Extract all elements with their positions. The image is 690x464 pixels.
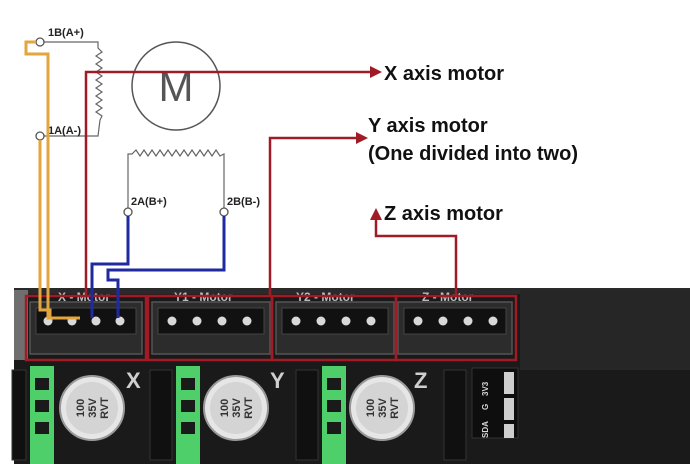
capacitor-2	[203, 375, 269, 441]
label-a-minus: 1A(A-)	[48, 125, 81, 137]
coil-b	[127, 148, 225, 210]
connector-y1	[151, 301, 271, 355]
capacitor-3	[349, 375, 415, 441]
connector-z	[397, 301, 513, 355]
capacitor-3-text-1: 100	[365, 399, 377, 417]
board-axis-z: Z	[414, 368, 427, 393]
wire-a-minus	[38, 140, 52, 318]
pin-label-sda: SDA	[481, 421, 490, 438]
label-z-axis-motor: Z axis motor	[384, 203, 503, 225]
i2c-header: SDA G 3V3	[471, 367, 519, 439]
capacitor-1-text-2: 35V	[87, 398, 99, 418]
wire-b-plus	[90, 216, 130, 318]
callout-line-x	[84, 70, 372, 296]
terminal-b-plus	[123, 207, 133, 217]
motor-circle	[131, 41, 221, 131]
terminal-a-plus	[35, 37, 45, 47]
terminal-b-minus	[219, 207, 229, 217]
control-board: X - Motor Y1 - Motor Y2 - Motor Z - Moto…	[11, 288, 690, 464]
capacitor-3-text-2: 35V	[377, 398, 389, 418]
wire-b-minus	[106, 216, 226, 318]
wire-a-plus	[24, 40, 80, 320]
terminal-block-z	[322, 366, 346, 464]
pin-label-3v3: 3V3	[481, 381, 490, 396]
board-axis-x: X	[126, 368, 141, 393]
terminal-block-x	[30, 366, 54, 464]
board-axis-y: Y	[270, 368, 285, 393]
label-a-plus: 1B(A+)	[48, 27, 84, 39]
pin-label-g: G	[481, 404, 490, 410]
capacitor-3-text-3: RVT	[389, 397, 401, 419]
label-y-axis-note: (One divided into two)	[368, 143, 578, 165]
capacitor-2-text-3: RVT	[243, 397, 255, 419]
coil-a	[40, 41, 104, 137]
label-b-plus: 2A(B+)	[131, 196, 167, 208]
label-y-axis-motor: Y axis motor	[368, 115, 488, 137]
capacitor-1	[59, 375, 125, 441]
connector-y2	[275, 301, 395, 355]
motor-symbol: M	[159, 63, 194, 110]
motor-schematic: M 1B(A+) 1A(A-) 2A(B+) 2B(B-)	[35, 27, 260, 217]
capacitor-1-text-3: RVT	[99, 397, 111, 419]
label-x-axis-motor: X axis motor	[384, 63, 504, 85]
capacitor-2-text-1: 100	[219, 399, 231, 417]
capacitor-1-text-1: 100	[75, 399, 87, 417]
label-b-minus: 2B(B-)	[227, 196, 260, 208]
terminal-a-minus	[35, 131, 45, 141]
capacitor-2-text-2: 35V	[231, 398, 243, 418]
callout-line-y	[268, 136, 358, 296]
terminal-block-y	[176, 366, 200, 464]
callout-line-z	[374, 218, 458, 296]
